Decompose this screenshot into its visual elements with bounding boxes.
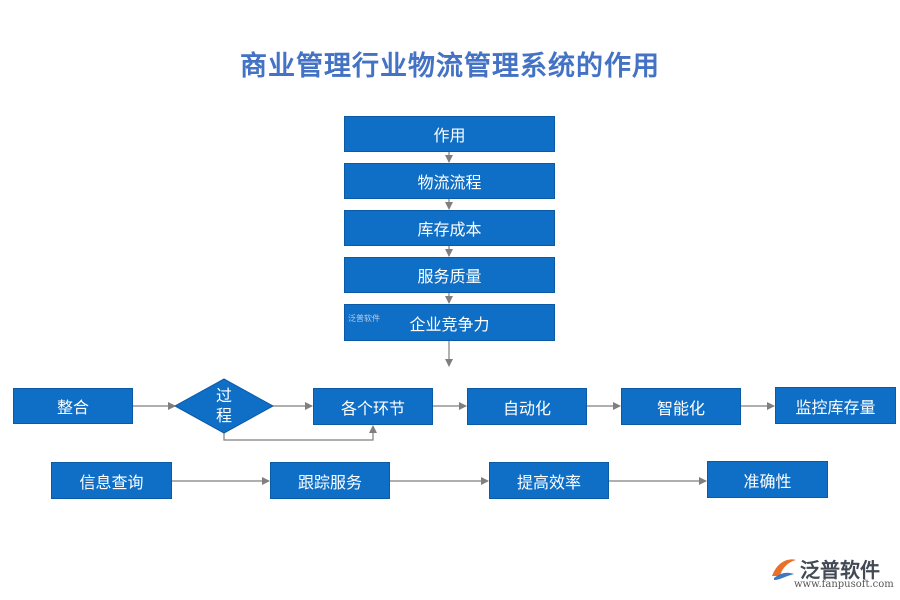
logo-name: 泛普软件: [800, 558, 880, 582]
decision-diamond: [173, 378, 275, 434]
node-qiye-jingzhengli: 企业竞争力: [344, 304, 555, 341]
node-zhenghe: 整合: [13, 388, 133, 424]
node-zhinenghua: 智能化: [621, 388, 741, 425]
node-tigao-xiaolv: 提高效率: [489, 462, 609, 499]
node-jiankong-kucunliang: 监控库存量: [775, 387, 896, 424]
watermark: 泛普软件: [348, 314, 380, 323]
node-xinxi-chaxun: 信息查询: [51, 462, 172, 499]
logo-icon: [772, 559, 796, 580]
node-zuoyong: 作用: [344, 116, 555, 152]
logo-url: www.fanpusoft.com: [794, 579, 894, 590]
node-zhunquexing: 准确性: [707, 461, 828, 498]
node-gege-huanjie: 各个环节: [313, 388, 433, 425]
page-title: 商业管理行业物流管理系统的作用: [240, 51, 660, 82]
decision-label: 过程: [215, 386, 232, 425]
node-genzong-fuwu: 跟踪服务: [270, 462, 390, 499]
node-fuwu-zhiliang: 服务质量: [344, 257, 555, 293]
node-wuliu-liucheng: 物流流程: [344, 163, 555, 199]
node-kucun-chengben: 库存成本: [344, 210, 555, 246]
node-zidonghua: 自动化: [467, 388, 587, 425]
brand-logo: 泛普软件 www.fanpusoft.com: [768, 552, 896, 596]
